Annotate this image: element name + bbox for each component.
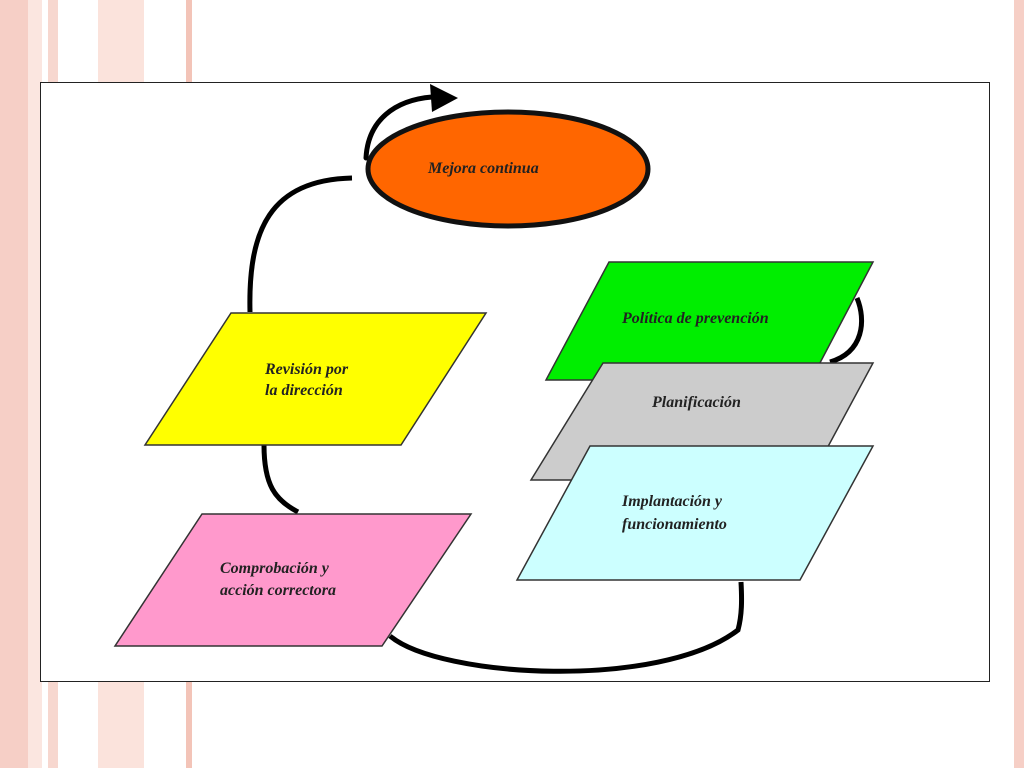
- arrowhead-icon: [430, 84, 458, 112]
- implantacion-shape: [515, 445, 875, 581]
- comprobacion-label-line1: Comprobación y: [220, 560, 330, 577]
- connector-comprobacion-to-implantacion: [388, 581, 745, 674]
- implantacion-label-line1: Implantación y: [621, 493, 723, 510]
- mejora-continua-label: Mejora continua: [427, 160, 539, 177]
- node-mejora-continua: Mejora continua: [365, 109, 651, 229]
- politica-prevencion-label: Política de prevención: [621, 310, 769, 327]
- revision-label-line2: la dirección: [265, 382, 343, 399]
- revision-label-line1: Revisión por: [264, 361, 349, 378]
- revision-shape: [143, 312, 488, 446]
- comprobacion-shape: [113, 513, 473, 647]
- comprobacion-label-line2: acción correctora: [220, 582, 336, 599]
- connector-revision-to-comprobacion: [261, 444, 300, 515]
- node-revision: Revisión por la dirección: [143, 312, 488, 446]
- left-stripe-2: [28, 0, 42, 768]
- planificacion-label: Planificación: [651, 394, 741, 411]
- node-implantacion: Implantación y funcionamiento: [515, 445, 875, 581]
- left-stripe-1: [0, 0, 28, 768]
- right-stripe: [1014, 0, 1024, 768]
- implantacion-label-line2: funcionamiento: [622, 516, 727, 533]
- connector-politica-to-planificacion: [829, 297, 865, 365]
- connector-mejora-arrow: [363, 94, 435, 161]
- node-comprobacion: Comprobación y acción correctora: [113, 513, 473, 647]
- connector-revision-to-mejora: [247, 175, 353, 313]
- mejora-continua-shape: [365, 109, 651, 229]
